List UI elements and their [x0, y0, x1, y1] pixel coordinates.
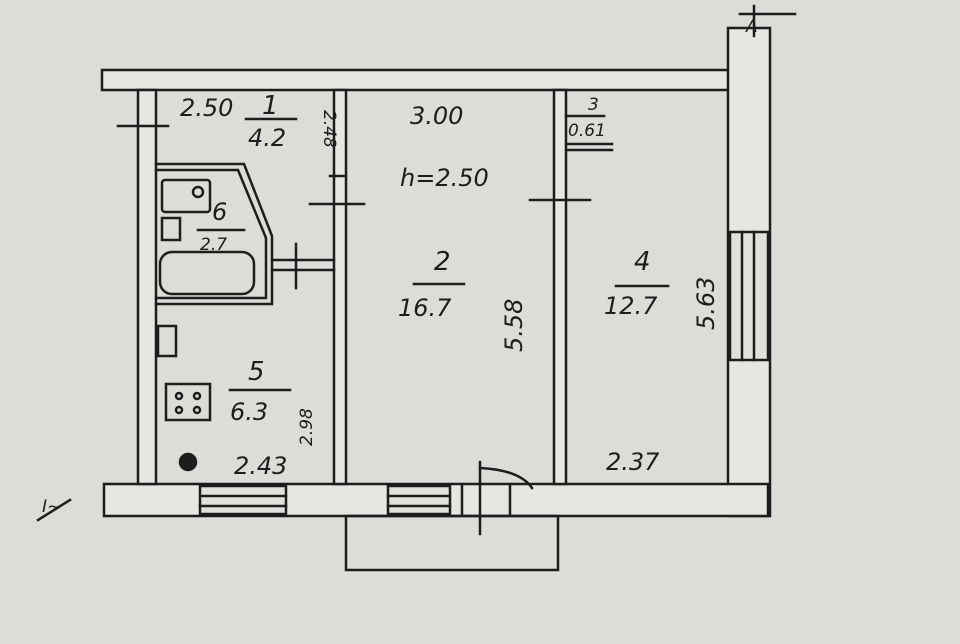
bathtub-fixture — [158, 250, 256, 296]
kitchen-sink — [156, 324, 178, 358]
corner-mark: A — [745, 17, 758, 37]
room1-length: 2.48 — [319, 110, 339, 148]
balcony — [344, 514, 560, 572]
room3-number: 3 — [588, 95, 599, 115]
sink-fixture — [160, 178, 212, 214]
room5-area: 6.3 — [230, 398, 268, 426]
room2-height: h=2.50 — [400, 164, 489, 192]
balcony-door — [460, 460, 534, 536]
gas-heater — [178, 452, 198, 472]
top-exterior-wall — [100, 68, 734, 92]
room5-length: 2.98 — [297, 408, 317, 446]
room4-area: 12.7 — [604, 292, 658, 320]
side-mark: I~ — [42, 497, 61, 517]
room4-width: 2.37 — [606, 448, 660, 476]
room2-number: 2 — [434, 247, 451, 277]
room1-width: 2.50 — [180, 94, 233, 122]
room2-area: 16.7 — [398, 294, 452, 322]
room4-length: 5.63 — [692, 277, 720, 330]
living-window — [386, 484, 452, 516]
room5-width: 2.43 — [234, 452, 287, 480]
stove — [164, 382, 212, 422]
room6-area: 2.7 — [200, 235, 227, 255]
bathroom-walls — [154, 162, 274, 306]
right-window — [728, 230, 770, 362]
room4-number: 4 — [634, 247, 651, 277]
partition-wall-left — [332, 88, 348, 486]
partition-wall-right — [552, 88, 568, 486]
room2-length: 5.58 — [500, 299, 528, 352]
room2-width: 3.00 — [410, 102, 463, 130]
room1-number: 1 — [262, 91, 279, 121]
room1-area: 4.2 — [248, 124, 286, 152]
left-wall — [136, 88, 158, 486]
toilet-fixture — [160, 216, 182, 242]
room5-number: 5 — [248, 357, 265, 387]
room3-area: 0.61 — [568, 121, 606, 141]
kitchen-window — [198, 484, 288, 516]
room6-number: 6 — [212, 198, 227, 226]
